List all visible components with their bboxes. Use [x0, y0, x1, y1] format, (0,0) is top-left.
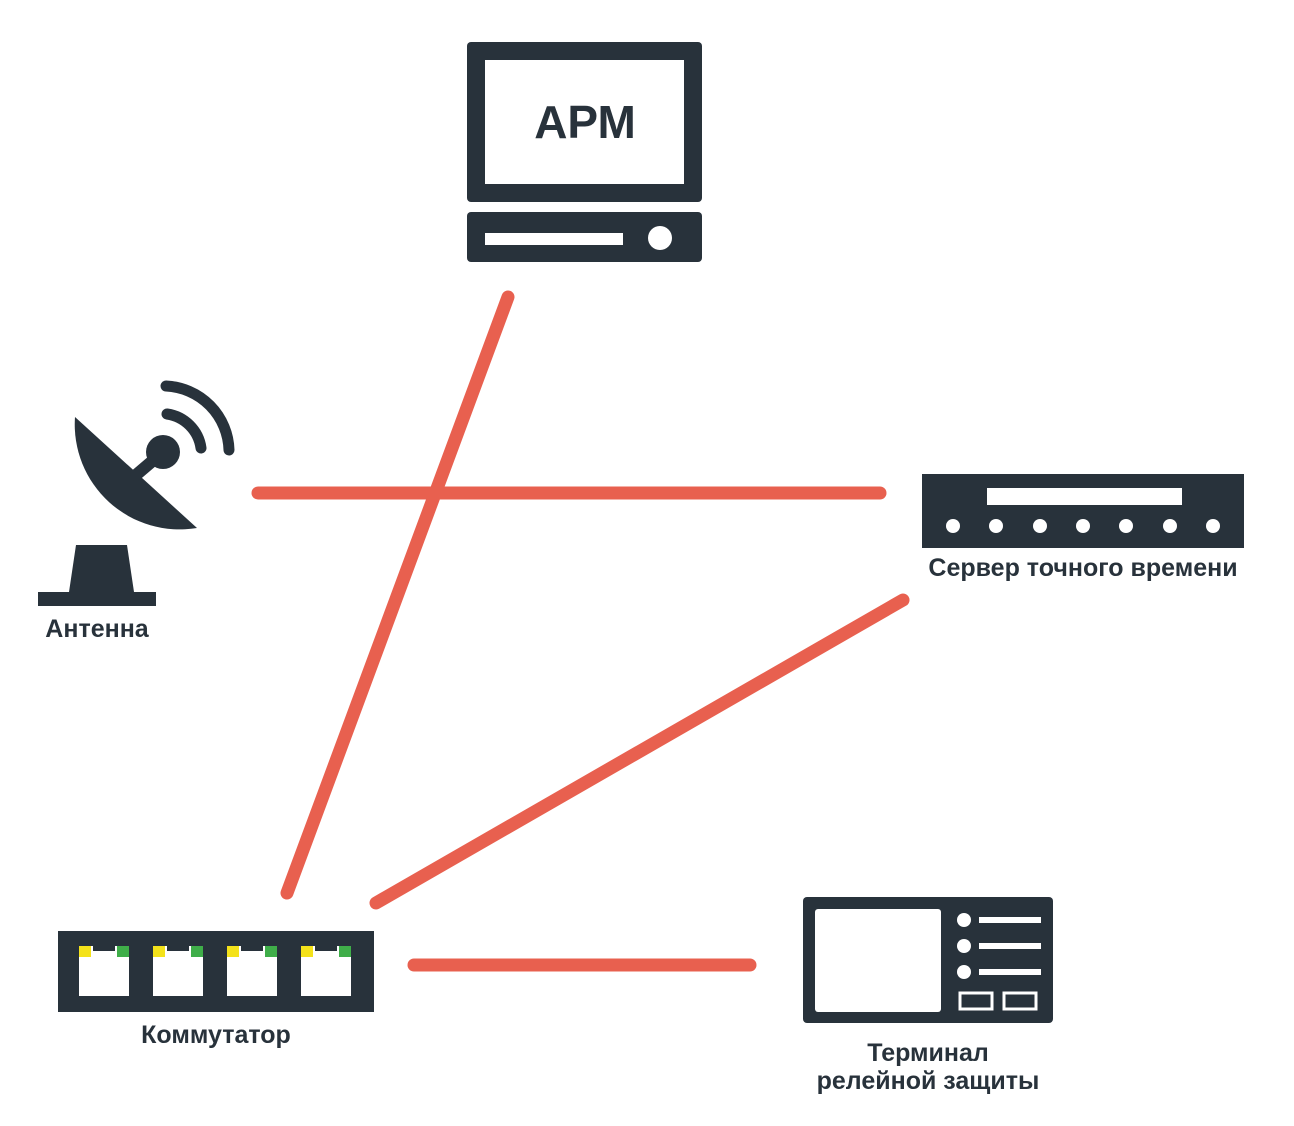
relay-protection-terminal-icon	[803, 897, 1053, 1023]
switch-label: Коммутатор	[141, 1021, 291, 1049]
switch-port-3	[227, 946, 277, 996]
time-server-icon	[922, 474, 1244, 548]
workstation-icon	[467, 42, 702, 262]
time-server-label: Сервер точного времени	[928, 554, 1237, 582]
relay-terminal-label-line2: релейной защиты	[817, 1067, 1040, 1095]
link-arm-switch	[280, 290, 515, 900]
switch-port-1	[79, 946, 129, 996]
relay-terminal-label-line1: Терминал	[867, 1039, 989, 1067]
network-switch-icon	[58, 931, 374, 1012]
arm-screen-label: АРМ	[534, 96, 636, 148]
switch-port-2	[153, 946, 203, 996]
link-time-server-switch	[369, 593, 910, 910]
switch-port-4	[301, 946, 351, 996]
antenna-label: Антенна	[45, 615, 150, 643]
satellite-dish-icon	[38, 380, 235, 606]
